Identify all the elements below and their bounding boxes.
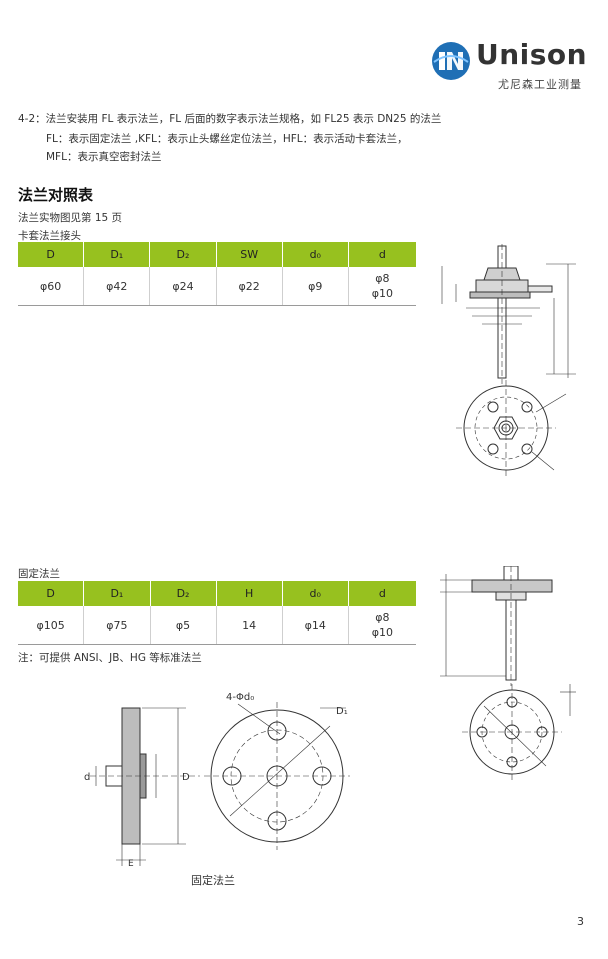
table-cell: φ5: [150, 606, 217, 645]
cell-value: φ8: [375, 272, 390, 285]
table2-caption: 固定法兰: [18, 568, 60, 580]
e-label: E: [128, 859, 134, 869]
table-cell: φ42: [83, 267, 151, 306]
D-label: D: [182, 772, 190, 783]
table-cell: φ75: [83, 606, 151, 645]
column-header: d: [348, 581, 416, 606]
column-header: d₀: [282, 581, 349, 606]
column-header: D: [18, 581, 85, 606]
d1-label: D₁: [336, 706, 348, 717]
section-title: 法兰对照表: [18, 186, 94, 204]
page-number: 3: [577, 915, 584, 928]
unison-logo-icon: [432, 42, 470, 80]
table-header-row: D D₁ D₂ SW d₀ d: [18, 242, 416, 267]
column-header: d₀: [282, 242, 349, 267]
intro-line-1: 4-2：法兰安装用 FL 表示法兰，FL 后面的数字表示法兰规格，如 FL25 …: [18, 113, 442, 125]
table-cell: φ60: [18, 267, 85, 306]
table-cell: φ9: [282, 267, 349, 306]
table-cell: φ14: [282, 606, 349, 645]
brand-subtitle: 尤尼森工业测量: [498, 78, 582, 91]
fixed-flange-large-drawing: 4-Φd₀ D₁ d D E: [84, 692, 350, 869]
intro-line-2: FL：表示固定法兰 ,KFL：表示止头螺丝定位法兰，HFL：表示活动卡套法兰，: [46, 133, 408, 145]
column-header: D₂: [150, 581, 217, 606]
table-cell: 14: [216, 606, 283, 645]
column-header: H: [216, 581, 283, 606]
table-cell: φ24: [149, 267, 217, 306]
column-header: D₁: [83, 242, 151, 267]
brand-name: Unison: [476, 38, 588, 71]
table-header-row: D D₁ D₂ H d₀ d: [18, 581, 416, 606]
column-header: D₁: [83, 581, 151, 606]
compression-flange-drawing: [441, 244, 576, 476]
intro-line-3: MFL：表示真空密封法兰: [46, 151, 162, 163]
d-label: d: [84, 772, 90, 783]
column-header: D₂: [149, 242, 217, 267]
table1-caption: 卡套法兰接头: [18, 230, 81, 242]
cell-value-extra: φ10: [371, 287, 394, 300]
table-cell: φ105: [18, 606, 85, 645]
drawing-caption: 固定法兰: [191, 874, 235, 887]
column-header: d: [348, 242, 416, 267]
holes-label: 4-Φd₀: [226, 692, 254, 703]
cell-value: φ8: [375, 611, 390, 624]
column-header: SW: [216, 242, 283, 267]
column-header: D: [18, 242, 85, 267]
cell-value-extra: φ10: [371, 626, 394, 639]
fixed-flange-drawing: [440, 566, 576, 780]
footnote: 注：可提供 ANSI、JB、HG 等标准法兰: [18, 652, 202, 664]
see-page-note: 法兰实物图见第 15 页: [18, 212, 123, 224]
table-cell: φ22: [216, 267, 283, 306]
brand-logo: Unison 尤尼森工业测量: [430, 38, 598, 94]
